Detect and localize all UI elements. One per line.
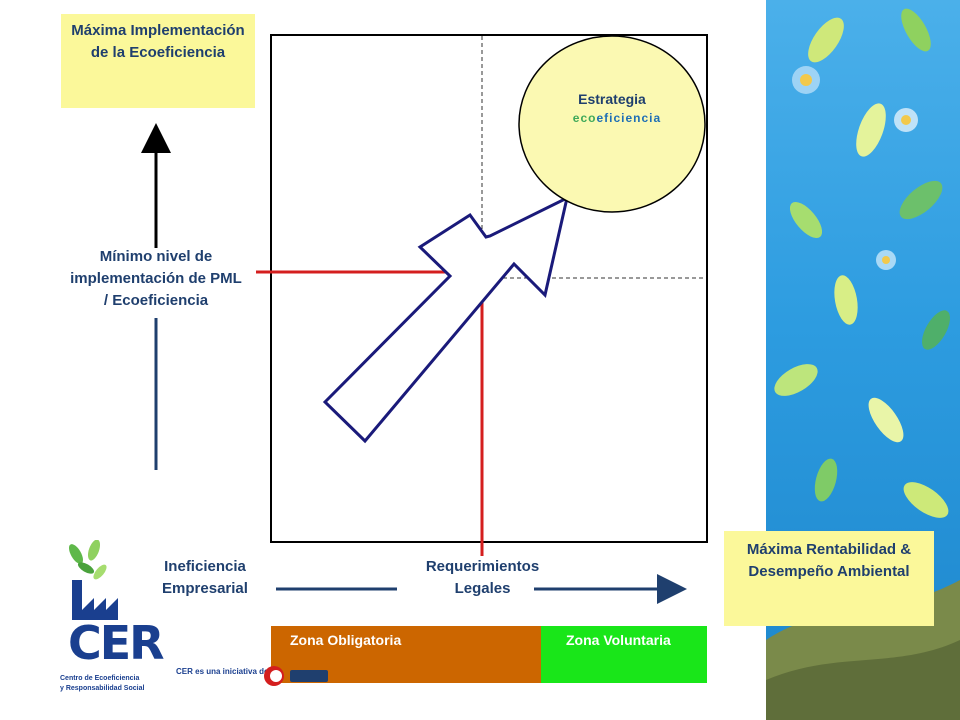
partner-logo-icon: [264, 666, 328, 686]
partner-logo: [262, 662, 332, 690]
subtitle-eco: eco: [572, 111, 597, 125]
max-profitability-box: Máxima Rentabilidad & Desempeño Ambienta…: [724, 531, 934, 626]
x-axis-left-label: Ineficiencia Empresarial: [162, 558, 248, 597]
factory-leaf-icon: [69, 540, 118, 620]
cer-initiative-text: CER es una iniciativa de: [176, 667, 269, 676]
zone-obligatoria-label: Zona Obligatoria: [290, 632, 402, 648]
strategy-arrow: [322, 195, 570, 444]
cer-line1: Centro de Ecoeficiencia: [60, 675, 140, 682]
strategy-circle: [518, 35, 706, 213]
cer-line2: y Responsabilidad Social: [60, 685, 145, 692]
zone-voluntaria-label: Zona Voluntaria: [566, 632, 671, 648]
cer-logo: CER Centro de Ecoeficiencia y Responsabi…: [60, 540, 170, 700]
subtitle-eficiencia: eficiencia: [596, 111, 662, 125]
zone-voluntaria-bar: [541, 626, 707, 683]
max-implementation-box: Máxima Implementación de la Ecoeficienci…: [61, 14, 255, 108]
min-level-label: Mínimo nivel de implementación de PML / …: [70, 248, 242, 309]
circle-title: Estrategia: [578, 91, 646, 107]
cer-acronym: CER: [68, 616, 165, 670]
circle-subtitle: ecoeficiencia: [552, 111, 682, 125]
x-axis-center-label: Requerimientos Legales: [425, 558, 540, 597]
